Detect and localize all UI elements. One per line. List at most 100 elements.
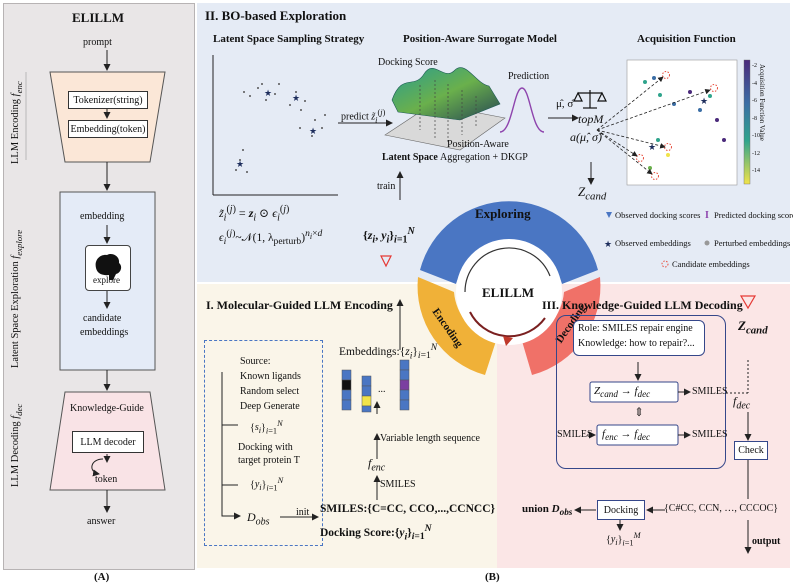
f-dec-outer: fdec — [733, 394, 751, 412]
docking-box: Docking — [597, 500, 645, 520]
colorbar — [743, 59, 751, 185]
tokenizer-box: Tokenizer(string) — [68, 91, 148, 109]
panel-a-title: ELILLM — [72, 10, 125, 25]
colorbar-ticks: -2-4-6-8-10-12-14 — [752, 63, 760, 174]
smiles-set: SMILES:{C=CC, CCO,...,CCNCC} — [320, 503, 496, 515]
explore-label: explore — [93, 275, 120, 285]
section1-title: I. Molecular-Guided LLM Encoding — [206, 298, 393, 312]
embedding-label: embedding — [80, 211, 125, 222]
mu-sigma: μ̂, σ̂ — [556, 98, 574, 110]
topm-label: topM — [578, 112, 604, 126]
latent-scatter-points — [235, 83, 326, 173]
y-output-set: {yi}i=1M — [606, 531, 641, 548]
latent-space-label: Latent Space — [382, 152, 438, 163]
f-enc-label: fenc — [368, 456, 386, 474]
check-box: Check — [734, 441, 768, 460]
role-line: Role: SMILES repair engine — [578, 323, 693, 334]
s-set: {si}i=1N — [250, 419, 283, 436]
smiles-input: SMILES — [557, 429, 593, 440]
svg-text:★: ★ — [236, 159, 244, 169]
ring-encoding — [417, 277, 496, 375]
knowledge-line: Knowledge: how to repair?... — [578, 338, 695, 349]
caption-a: (A) — [94, 571, 110, 583]
d-obs-label: Dobs — [247, 510, 270, 528]
variable-length-label: Variable length sequence — [380, 433, 480, 444]
brain-icon — [95, 253, 122, 280]
smiles-label: SMILES — [380, 479, 416, 490]
explore-box — [85, 245, 131, 291]
svg-text:★: ★ — [309, 126, 317, 136]
bidirectional-arrow: ⇕ — [634, 405, 645, 419]
ring-center — [456, 239, 562, 345]
train-label: train — [377, 181, 396, 192]
union-d-obs: union Dobs — [522, 503, 573, 518]
output-set: {C#CC, CCN, …, CCCOC} — [664, 503, 779, 514]
smiles-output-1: SMILES — [692, 386, 728, 397]
aggregation-line2: Aggregation + DKGP — [440, 152, 528, 163]
legend-observed-embeddings: Observed embeddings — [615, 238, 691, 248]
aggregation-line1: Position-Aware — [447, 139, 509, 150]
z-cand-label: Zcand — [578, 184, 607, 203]
section2-title: II. BO-based Exploration — [205, 8, 347, 23]
z-cand-decoding: Zcand — [738, 318, 768, 337]
token-label: token — [95, 474, 118, 485]
svg-text:★: ★ — [264, 88, 272, 98]
output-label: output — [752, 536, 781, 547]
docking-score-set: Docking Score:{yi}i=1N — [320, 523, 432, 543]
svg-text:★: ★ — [292, 93, 300, 103]
prediction-gaussian — [499, 87, 545, 133]
z-cand-to-fdec: Zcand → fdec — [594, 385, 651, 400]
section3-title: III. Knowledge-Guided LLM Decoding — [542, 298, 743, 312]
svg-text:I: I — [705, 210, 709, 221]
embeddings-label: embeddings — [80, 327, 129, 338]
latent-sampling-title: Latent Space Sampling Strategy — [213, 33, 365, 45]
llm-decoder-box: LLM decoder — [72, 431, 144, 453]
init-label: init — [296, 507, 310, 518]
colorbar-label: Acquisition Function Value — [758, 64, 766, 141]
sampling-formula-1: z̃i(j) = zi ⊙ ϵi(j) — [219, 204, 290, 224]
warning-triangle-icon — [380, 255, 392, 268]
legend-observed-scores: Observed docking scores — [615, 210, 701, 220]
predict-label: predict z̃i(j) — [341, 108, 386, 125]
embedding-token-box: Embedding(token) — [68, 120, 148, 138]
embedding-columns — [341, 359, 410, 413]
training-set: {zi, yi}i=1N — [363, 226, 415, 246]
repair-engine-box — [556, 315, 726, 469]
embeddings-set: Embeddings:{zi}i=1N — [339, 342, 438, 362]
embedding-ellipsis: ... — [378, 384, 386, 395]
ring-exploring-label: Exploring — [475, 206, 531, 221]
svg-text:★: ★ — [648, 142, 656, 152]
answer-label: answer — [87, 516, 116, 527]
svg-text:★: ★ — [700, 96, 708, 106]
prediction-label: Prediction — [508, 71, 550, 82]
ring-decoding — [522, 277, 601, 375]
caption-b: (B) — [485, 571, 500, 583]
source-box — [204, 340, 323, 546]
legend-perturbed-embeddings: Perturbed embeddings — [714, 238, 791, 248]
svg-text:★: ★ — [604, 239, 612, 249]
surrogate-surface — [391, 67, 501, 121]
acquisition-expression: a(μ̂, σ̂) — [570, 130, 602, 144]
ring-center-label: ELILLM — [482, 285, 535, 300]
y-set: {yi}i=1N — [250, 476, 284, 493]
sampling-formula-2: ϵi(j)~𝒩(1, λperturb)ni×d — [219, 228, 323, 248]
docking-score-label: Docking Score — [378, 57, 438, 68]
acquisition-title: Acquisition Function — [637, 33, 736, 45]
smiles-output-2: SMILES — [692, 429, 728, 440]
candidate-label: candidate — [83, 313, 122, 324]
surrogate-title: Position-Aware Surrogate Model — [403, 33, 557, 45]
legend-candidate-embeddings: Candidate embeddings — [672, 259, 750, 269]
role-box — [573, 320, 705, 356]
legend-predicted-scores: Predicted docking scores — [714, 210, 793, 220]
fenc-to-fdec: fenc → fdec — [602, 428, 651, 443]
warning-triangle-icon-2 — [739, 295, 757, 310]
prompt-label: prompt — [83, 37, 112, 48]
knowledge-guide-label: Knowledge-Guide — [70, 403, 144, 414]
balance-icon — [573, 90, 607, 109]
